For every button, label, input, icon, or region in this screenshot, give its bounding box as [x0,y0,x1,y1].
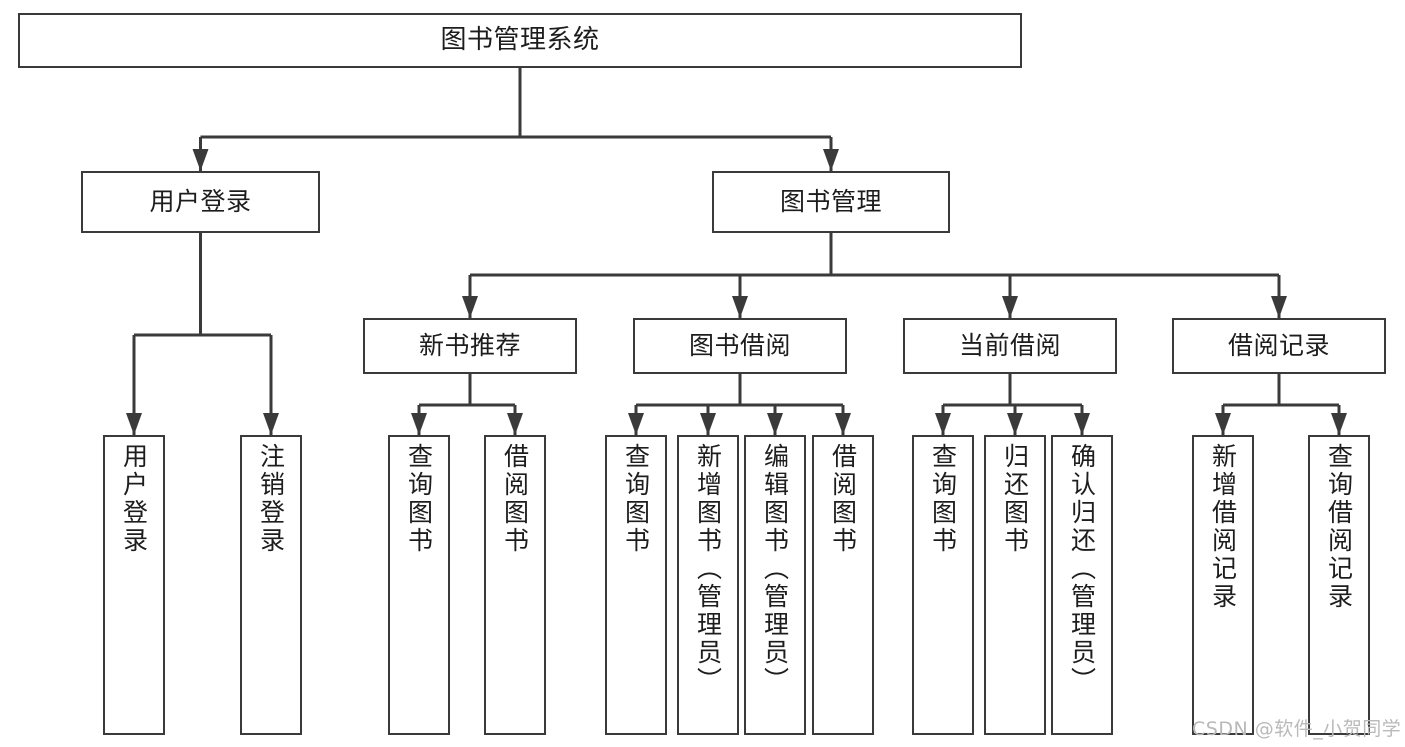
node-label: 查询借阅记录 [1324,443,1354,611]
node-root: 图书管理系统 [18,13,1022,68]
node-label: 用户登录 [119,443,149,555]
arrowhead [835,413,851,435]
arrowhead [1215,413,1231,435]
node-label: 查询图书 [404,443,434,555]
node-current-borrow: 当前借阅 [903,318,1117,374]
arrowhead [823,149,839,171]
arrowhead [192,149,209,171]
node-book-borrow: 图书借阅 [633,318,847,374]
node-label: 借阅图书 [500,443,530,555]
node-leaf-query-book-3: 查询图书 [912,435,974,735]
arrowhead [628,413,644,435]
node-label: 编辑图书（管理员） [760,443,790,695]
node-label: 查询图书 [928,443,958,555]
node-leaf-user-login: 用户登录 [103,435,165,735]
node-label: 归还图书 [1000,443,1030,555]
arrowhead [1007,413,1023,435]
node-label: 借阅记录 [1227,331,1330,361]
node-leaf-query-record: 查询借阅记录 [1308,435,1370,735]
node-user-login: 用户登录 [81,171,320,233]
node-label: 用户登录 [149,187,252,217]
node-label: 确认归还（管理员） [1067,443,1097,695]
arrowhead [1271,296,1287,318]
arrowhead [1074,413,1090,435]
node-label: 图书管理 [779,187,882,217]
arrowhead [1002,296,1018,318]
node-label: 注销登录 [256,443,286,555]
node-leaf-query-book-2: 查询图书 [605,435,667,735]
node-leaf-borrow-book-1: 借阅图书 [484,435,546,735]
node-label: 借阅图书 [828,443,858,555]
node-label: 新增借阅记录 [1208,443,1238,611]
arrowhead [700,413,716,435]
node-leaf-add-book: 新增图书（管理员） [677,435,739,735]
arrowhead [263,413,279,435]
node-leaf-confirm-return: 确认归还（管理员） [1051,435,1113,735]
csdn-watermark: CSDN @软件_小贺同学 [1192,718,1402,740]
arrowhead [732,296,748,318]
arrowhead [126,413,142,435]
node-label: 新书推荐 [418,331,521,361]
node-label: 查询图书 [621,443,651,555]
node-book-manage: 图书管理 [712,171,950,233]
node-label: 新增图书（管理员） [693,443,723,695]
node-leaf-add-record: 新增借阅记录 [1192,435,1254,735]
arrowhead [462,296,478,318]
node-leaf-borrow-book-2: 借阅图书 [812,435,874,735]
node-leaf-logout: 注销登录 [240,435,302,735]
node-new-book-rec: 新书推荐 [363,318,577,374]
node-leaf-edit-book: 编辑图书（管理员） [744,435,806,735]
node-borrow-record: 借阅记录 [1172,318,1386,374]
node-label: 当前借阅 [958,331,1061,361]
node-leaf-query-book-1: 查询图书 [388,435,450,735]
node-leaf-return-book: 归还图书 [984,435,1046,735]
node-label: 图书借阅 [688,331,791,361]
arrowhead [767,413,783,435]
arrowhead [935,413,951,435]
arrowhead [1331,413,1347,435]
arrowhead [411,413,427,435]
node-label: 图书管理系统 [440,25,600,56]
arrowhead [507,413,523,435]
